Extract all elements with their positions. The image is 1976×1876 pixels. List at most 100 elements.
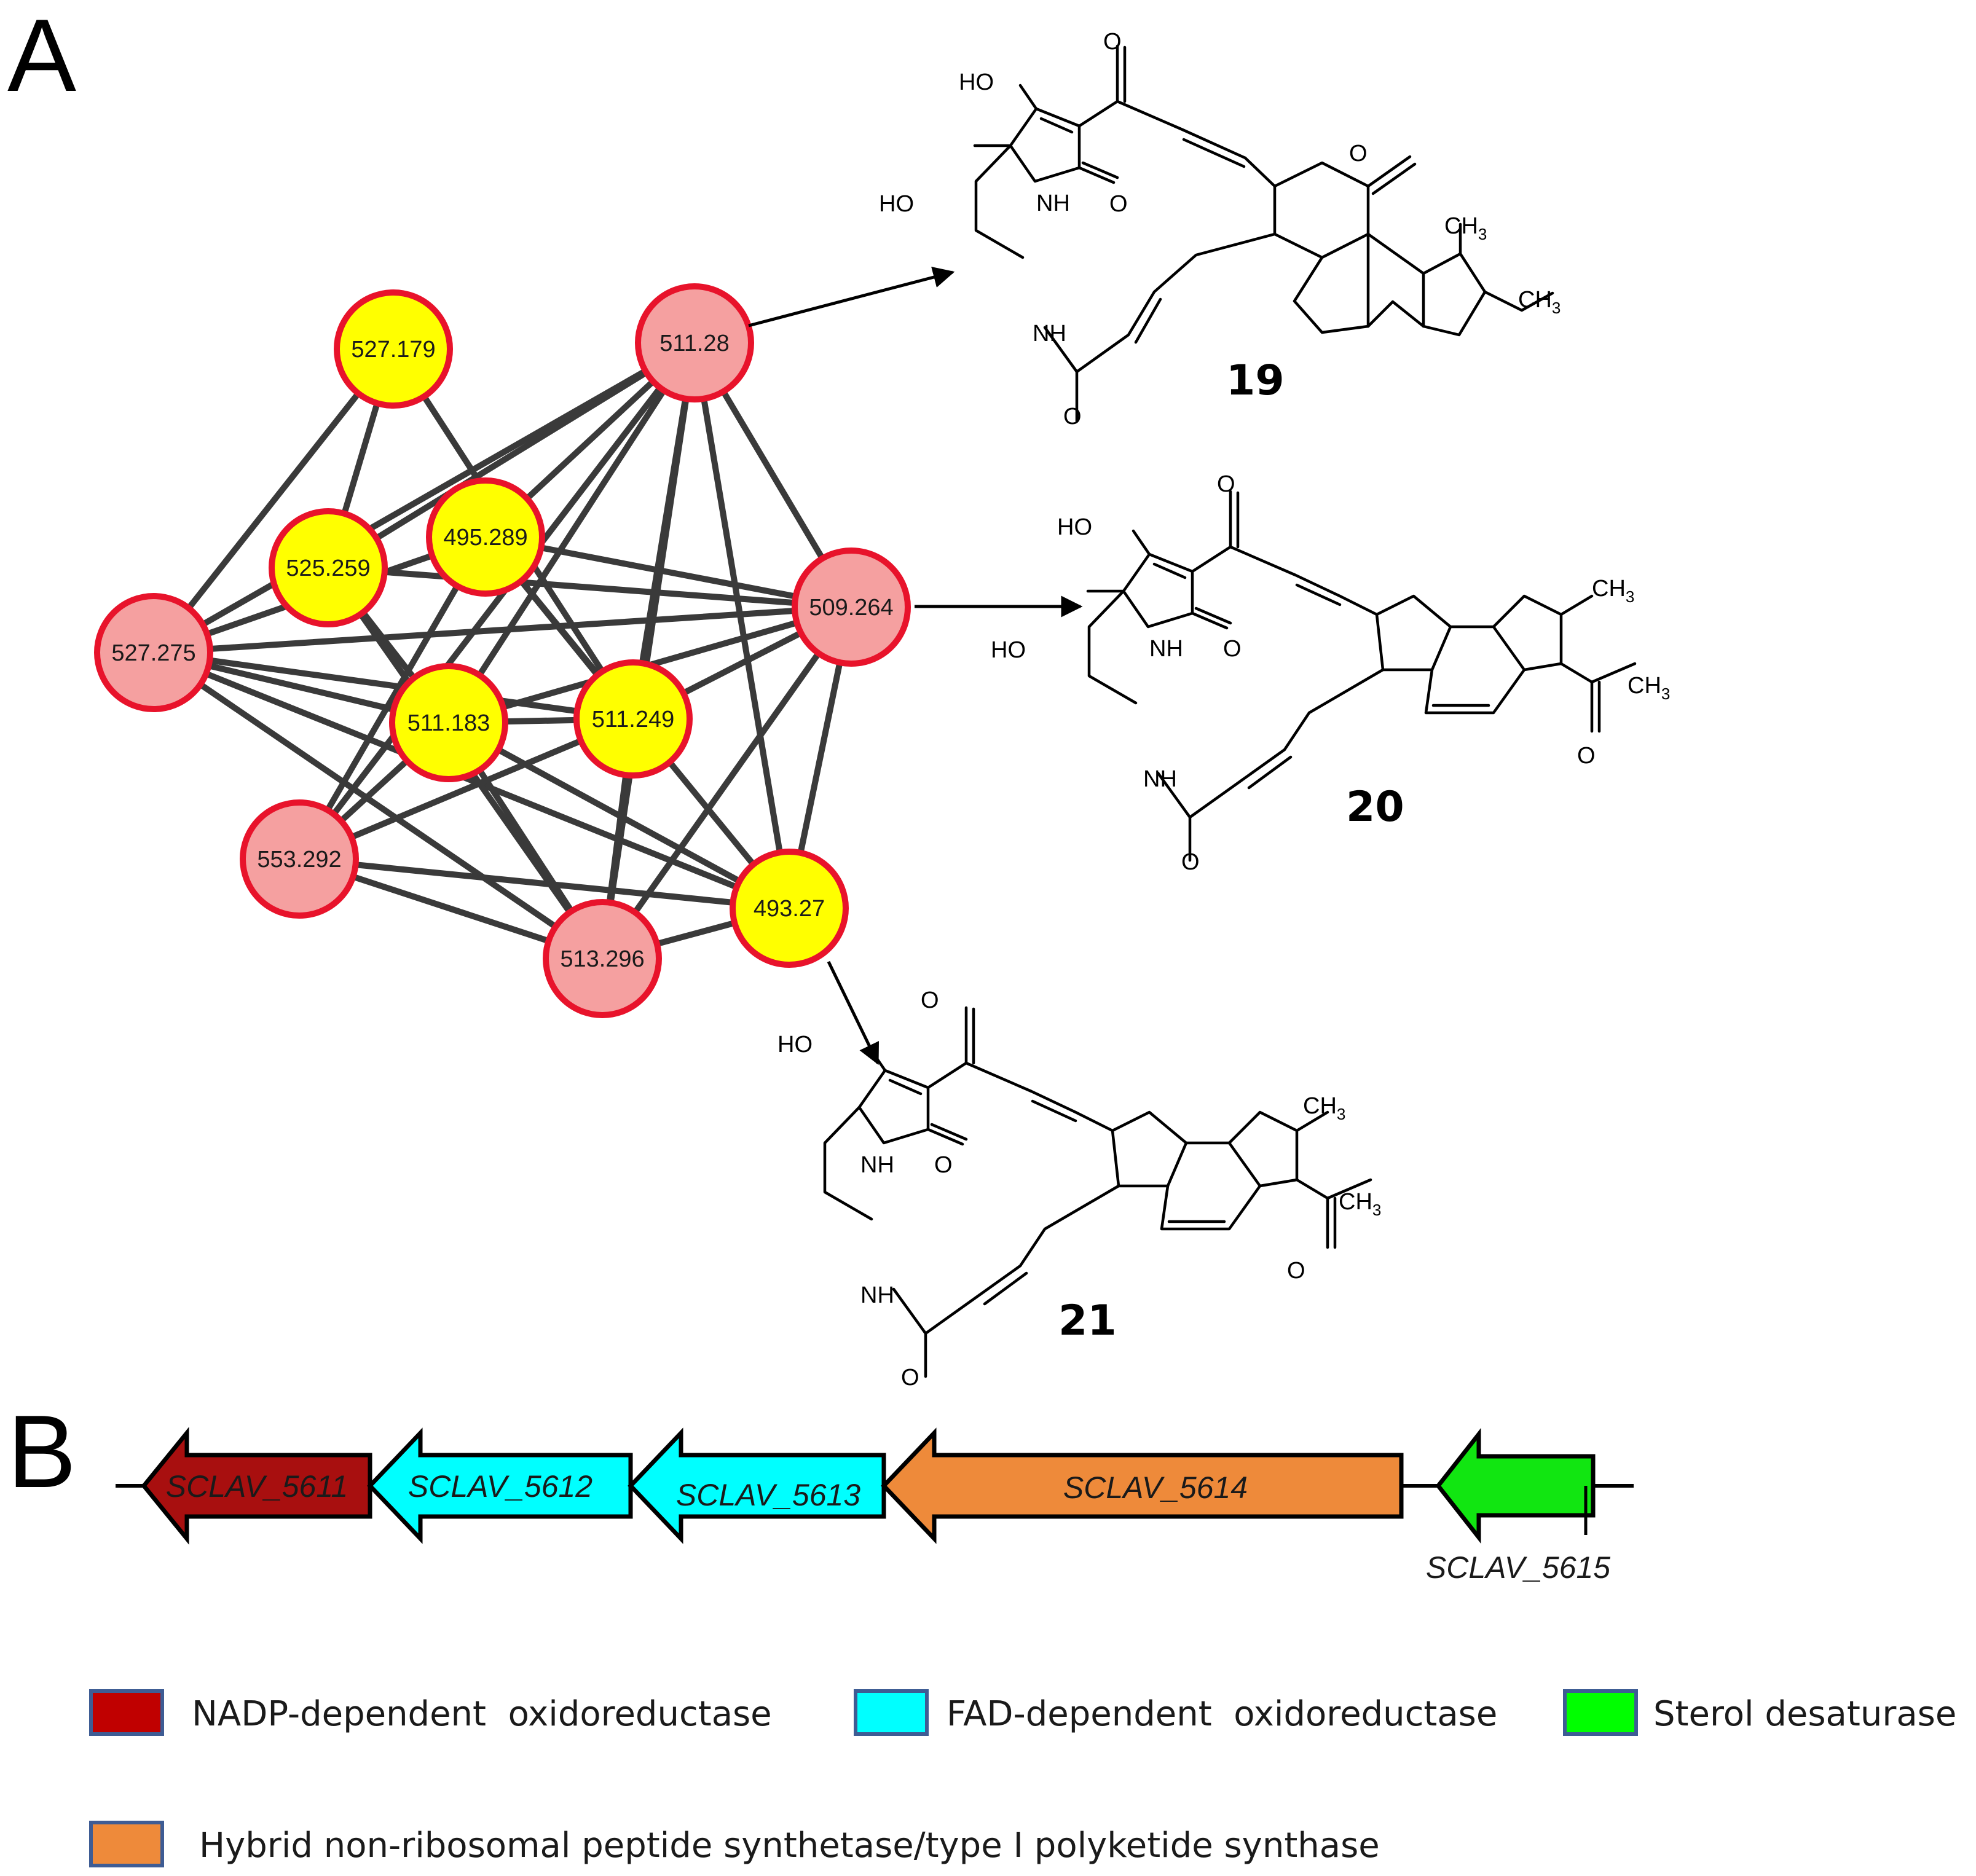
edge-n527_179-n527_275	[151, 346, 396, 656]
node-n511_249[interactable]: 511.249	[573, 659, 693, 779]
node-circle	[792, 547, 911, 667]
node-label: 525.259	[286, 555, 370, 581]
gene-label-g5611: SCLAV_5611	[166, 1469, 348, 1504]
compound-20-label: 20	[1346, 783, 1404, 831]
edge-n509_264-n525_259	[325, 565, 854, 610]
edge-n527_275-n513_296	[151, 650, 605, 962]
node-n513_296[interactable]: 513.296	[543, 899, 662, 1018]
edge-n511_28-n493_27	[691, 340, 792, 911]
c20-o-acetyl: O	[1577, 743, 1596, 769]
c20-o-ring: O	[1223, 636, 1242, 662]
compound-20-structure	[1086, 490, 1637, 862]
c19-nh-ring: NH	[1036, 190, 1070, 216]
edge-n511_28-n511_183	[446, 340, 698, 726]
c19-o-ring: O	[1109, 191, 1128, 217]
edge-n511_249-n553_292	[296, 716, 636, 862]
legend-label-3: Hybrid non-ribosomal peptide synthetase/…	[199, 1826, 1380, 1866]
c21-o-acetyl: O	[1287, 1258, 1305, 1284]
edge-n509_264-n513_296	[599, 604, 854, 962]
c21-o-ring: O	[934, 1152, 953, 1178]
node-n493_27[interactable]: 493.27	[730, 849, 849, 968]
node-label: 511.249	[592, 707, 675, 732]
gene-label-g5613: SCLAV_5613	[676, 1478, 860, 1512]
legend-label-1: FAD-dependent oxidoreductase	[947, 1694, 1497, 1734]
gene-label-g5615: SCLAV_5615	[1426, 1550, 1610, 1585]
edge-n553_292-n493_27	[296, 856, 792, 911]
node-label: 495.289	[443, 525, 527, 551]
legend-swatch-2	[1563, 1689, 1638, 1736]
c19-nh-chain: NH	[1033, 321, 1066, 347]
node-n527_275[interactable]: 527.275	[94, 593, 213, 712]
node-circle	[240, 799, 359, 919]
c21-o-top: O	[921, 987, 939, 1013]
edge-n495_289-n553_292	[296, 534, 489, 862]
c21-ch3-b: CH3	[1339, 1189, 1381, 1219]
c21-o-bottom: O	[901, 1365, 919, 1391]
node-label: 511.28	[659, 331, 729, 356]
c21-nh-ring: NH	[860, 1152, 894, 1178]
c20-ch3-b: CH3	[1628, 673, 1670, 703]
node-n525_259[interactable]: 525.259	[269, 508, 388, 627]
node-label: 553.292	[257, 847, 341, 873]
node-n511_183[interactable]: 511.183	[389, 663, 508, 782]
compound-21-label: 21	[1058, 1297, 1117, 1345]
node-circle	[389, 663, 508, 782]
c19-ho-left: HO	[879, 191, 914, 217]
node-n495_289[interactable]: 495.289	[426, 477, 545, 597]
c19-ch3-b: CH3	[1518, 287, 1561, 317]
edge-n527_275-n493_27	[151, 650, 792, 911]
node-n509_264[interactable]: 509.264	[792, 547, 911, 667]
node-circle	[334, 289, 453, 409]
node-label: 513.296	[560, 946, 644, 972]
compound-19-structure	[973, 44, 1554, 423]
c19-o-bottom: O	[1063, 404, 1082, 430]
gene-arrow-g5614	[881, 1427, 1404, 1544]
node-n553_292[interactable]: 553.292	[240, 799, 359, 919]
legend-swatch-1	[854, 1689, 929, 1736]
edge-n527_275-n511_249	[151, 650, 636, 722]
c19-ch3-a: CH3	[1444, 213, 1487, 243]
node-circle	[573, 659, 693, 779]
gene-cluster: SCLAV_5611 SCLAV_5612 SCLAV_5613 SCLAV_5614…	[141, 1427, 1610, 1585]
legend-label-2: Sterol desaturase	[1653, 1694, 1956, 1734]
node-circle	[94, 593, 213, 712]
edge-n509_264-n527_275	[151, 604, 854, 656]
panel-a-letter: A	[7, 0, 76, 113]
node-n527_179[interactable]: 527.179	[334, 289, 453, 409]
gene-label-g5614: SCLAV_5614	[1063, 1470, 1248, 1505]
c19-o-right: O	[1349, 141, 1368, 167]
c20-nh-chain: NH	[1143, 766, 1177, 792]
c19-ho-top: HO	[959, 69, 994, 95]
gene-label-g5612: SCLAV_5612	[408, 1469, 592, 1504]
edge-n511_28-n527_275	[151, 340, 698, 656]
gene-arrow-g5615	[1435, 1427, 1596, 1544]
compound-19-label: 19	[1226, 356, 1285, 405]
node-circle	[269, 508, 388, 627]
node-label: 527.179	[351, 337, 435, 363]
edge-n511_28-n553_292	[296, 340, 698, 862]
c20-ch3-a: CH3	[1592, 576, 1634, 606]
network-nodes: 527.179 511.28 525.259 495.289 509.264 527.27…	[94, 283, 911, 1018]
legend-swatch-3	[89, 1821, 164, 1867]
legend-label-0: NADP-dependent oxidoreductase	[192, 1694, 772, 1734]
arrow-to-19	[748, 267, 955, 328]
node-label: 511.183	[407, 710, 490, 736]
c21-ch3-a: CH3	[1303, 1093, 1345, 1123]
node-label: 527.275	[111, 640, 195, 666]
node-circle	[543, 899, 662, 1018]
edge-n511_28-n525_259	[325, 340, 698, 571]
legend-swatch-0	[89, 1689, 164, 1736]
panel-b-letter: B	[7, 1394, 76, 1509]
c20-ho-left: HO	[991, 637, 1026, 663]
node-circle	[635, 283, 754, 402]
c20-o-bottom: O	[1181, 849, 1200, 875]
c21-nh-chain: NH	[860, 1282, 894, 1308]
compound-21-structure	[823, 1006, 1372, 1378]
node-label: 493.27	[754, 896, 825, 922]
node-circle	[730, 849, 849, 968]
node-n511_28[interactable]: 511.28	[635, 283, 754, 402]
c20-o-top: O	[1217, 471, 1235, 497]
c21-ho-top: HO	[777, 1032, 813, 1058]
node-circle	[426, 477, 545, 597]
